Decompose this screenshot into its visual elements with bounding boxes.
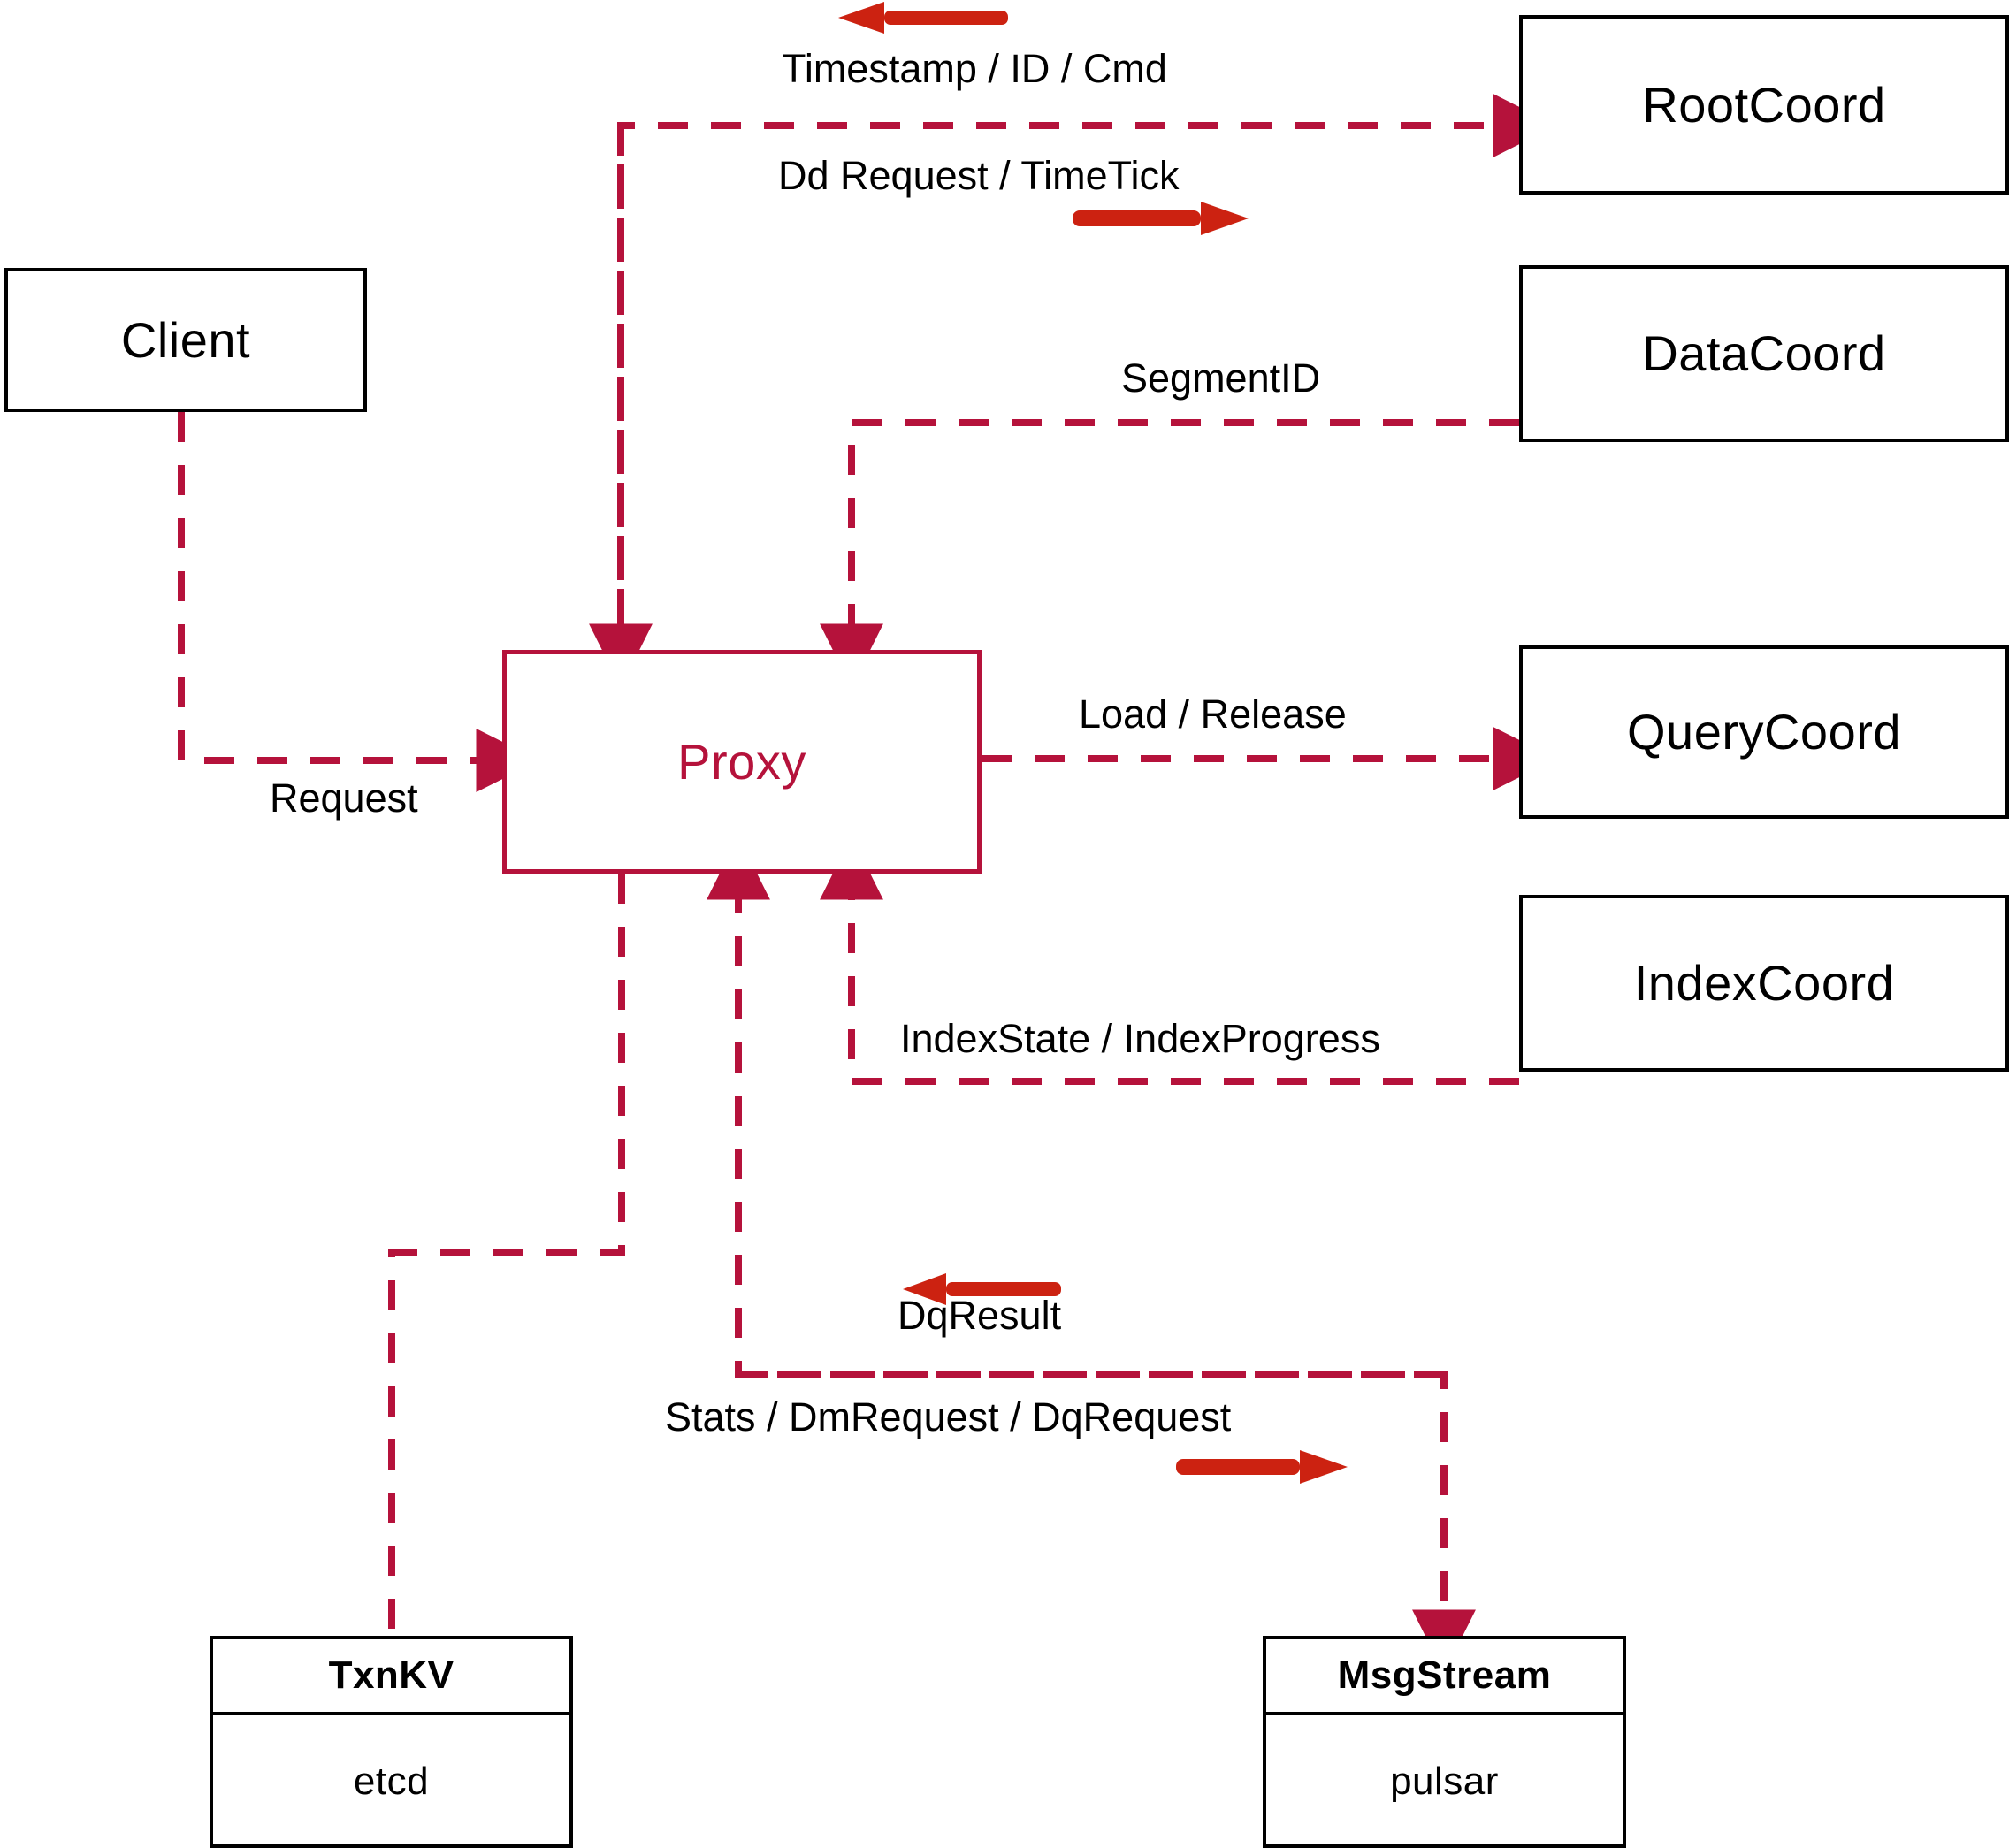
node-msg-stream[interactable]: MsgStream pulsar — [1263, 1636, 1626, 1848]
node-client[interactable]: Client — [4, 268, 367, 412]
node-txn-kv-body: etcd — [213, 1715, 569, 1848]
node-index-coord[interactable]: IndexCoord — [1519, 895, 2009, 1072]
edge-label-request: Request — [270, 775, 418, 821]
node-txn-kv-title: TxnKV — [328, 1653, 455, 1697]
wire-client-to-proxy — [178, 412, 540, 792]
node-root-coord[interactable]: RootCoord — [1519, 15, 2009, 195]
node-client-label: Client — [120, 311, 251, 368]
edge-label-timestamp-id-cmd: Timestamp / ID / Cmd — [782, 46, 1167, 91]
node-msg-stream-impl: pulsar — [1390, 1759, 1499, 1803]
edge-label-stats-dm-dq-request: Stats / DmRequest / DqRequest — [665, 1394, 1232, 1439]
node-data-coord-label: DataCoord — [1642, 325, 1886, 382]
node-index-coord-label: IndexCoord — [1633, 955, 1895, 1012]
node-proxy[interactable]: Proxy — [502, 650, 982, 874]
node-msg-stream-title: MsgStream — [1337, 1653, 1552, 1697]
node-msg-stream-body: pulsar — [1266, 1715, 1623, 1848]
node-root-coord-label: RootCoord — [1642, 76, 1886, 133]
node-proxy-label: Proxy — [677, 733, 806, 790]
wire-datacoord-to-proxy — [820, 419, 1519, 688]
wire-msgstream-to-proxy — [707, 836, 1444, 1378]
wire-proxy-to-rootcoord — [617, 94, 1557, 619]
edge-label-load-release: Load / Release — [1079, 691, 1347, 737]
node-query-coord-label: QueryCoord — [1626, 704, 1902, 760]
edge-label-dd-request-timetick: Dd Request / TimeTick — [778, 153, 1180, 198]
wire-proxy-to-txnkv — [388, 874, 625, 1636]
bold-arrow-timestamp — [838, 2, 1008, 34]
bold-arrow-stats — [1176, 1450, 1348, 1484]
node-data-coord[interactable]: DataCoord — [1519, 265, 2009, 442]
node-txn-kv[interactable]: TxnKV etcd — [210, 1636, 573, 1848]
edge-label-index-state-progress: IndexState / IndexProgress — [900, 1016, 1380, 1061]
edge-label-dq-result: DqResult — [898, 1293, 1062, 1338]
bold-arrow-dd-request — [1073, 202, 1249, 235]
node-txn-kv-impl: etcd — [353, 1759, 430, 1803]
edge-label-segment-id: SegmentID — [1121, 355, 1321, 401]
node-msg-stream-header: MsgStream — [1266, 1639, 1623, 1715]
node-txn-kv-header: TxnKV — [213, 1639, 569, 1715]
node-query-coord[interactable]: QueryCoord — [1519, 645, 2009, 819]
